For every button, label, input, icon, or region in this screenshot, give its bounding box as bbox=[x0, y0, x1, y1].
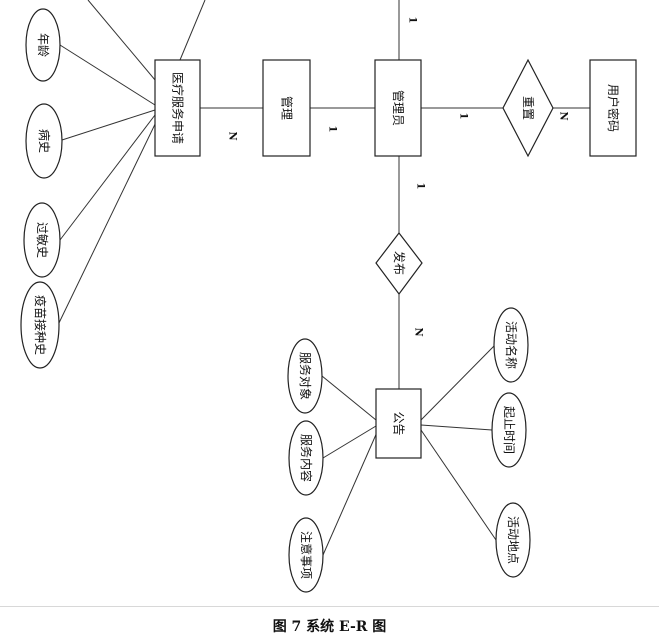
entity-admin: 管理员 bbox=[374, 59, 422, 157]
line-start-time bbox=[420, 424, 493, 431]
connector-lines bbox=[57, 0, 590, 556]
cardinality-admin-publish: 1 bbox=[415, 183, 426, 190]
attribute-vaccination-history-label: 疫苗接种史 bbox=[33, 295, 48, 355]
attribute-vaccination-history: 疫苗接种史 bbox=[20, 281, 60, 369]
line-age bbox=[59, 44, 156, 106]
attribute-service-content: 服务内容 bbox=[288, 420, 324, 496]
entity-manage: 管理 bbox=[262, 59, 311, 157]
line-service-target bbox=[321, 375, 377, 421]
cardinality-admin-top: 1 bbox=[407, 17, 418, 24]
cardinality-publish-notice: N bbox=[413, 327, 424, 336]
cardinality-manage-admin: 1 bbox=[327, 126, 338, 133]
line-notes bbox=[322, 429, 379, 556]
entity-admin-label: 管理员 bbox=[391, 90, 406, 126]
er-diagram: 医疗服务申请 管理 管理员 重置 用户密码 发布 公告 年龄 病史 过敏史 bbox=[20, 0, 637, 593]
attribute-medical-history: 病史 bbox=[25, 103, 63, 179]
line-allergy-history bbox=[59, 114, 156, 241]
attribute-activity-name: 活动名称 bbox=[493, 307, 529, 383]
entity-medical-request: 医疗服务申请 bbox=[154, 59, 201, 157]
relationship-publish: 发布 bbox=[375, 232, 423, 296]
entity-manage-label: 管理 bbox=[280, 96, 295, 120]
relationship-reset: 重置 bbox=[502, 58, 554, 158]
entity-medical-request-label: 医疗服务申请 bbox=[171, 72, 186, 144]
attribute-service-content-label: 服务内容 bbox=[299, 434, 314, 482]
cardinality-request-manage: N bbox=[227, 131, 238, 140]
cardinality-labels: 1 N 1 1 N 1 N bbox=[227, 17, 569, 337]
line-medical-history bbox=[61, 109, 156, 141]
figure-caption: 图 7 系统 E-R 图 bbox=[272, 619, 387, 635]
entity-user-password: 用户密码 bbox=[589, 59, 637, 157]
attribute-service-target-label: 服务对象 bbox=[298, 352, 313, 400]
relationship-reset-label: 重置 bbox=[521, 96, 535, 120]
cardinality-reset-password: N bbox=[558, 111, 569, 120]
attribute-activity-location-label: 活动地点 bbox=[506, 516, 520, 564]
figure-divider bbox=[0, 606, 659, 607]
line-top-request bbox=[179, 0, 206, 61]
attribute-allergy-history: 过敏史 bbox=[23, 202, 61, 278]
line-service-content bbox=[322, 425, 377, 459]
attribute-start-time: 起止时间 bbox=[491, 392, 527, 468]
entity-notice-label: 公告 bbox=[392, 411, 406, 435]
attribute-start-time-label: 起止时间 bbox=[502, 406, 516, 454]
attribute-notes-label: 注意事项 bbox=[299, 531, 314, 579]
attribute-activity-location: 活动地点 bbox=[495, 502, 531, 578]
entity-notice: 公告 bbox=[375, 388, 422, 459]
attribute-medical-history-label: 病史 bbox=[37, 129, 52, 153]
entity-user-password-label: 用户密码 bbox=[606, 84, 621, 132]
attribute-activity-name-label: 活动名称 bbox=[504, 321, 519, 369]
line-vaccination-history bbox=[57, 117, 159, 326]
line-activity-name bbox=[420, 344, 496, 421]
attribute-age: 年龄 bbox=[25, 8, 61, 82]
cardinality-admin-reset: 1 bbox=[458, 113, 469, 120]
attribute-allergy-history-label: 过敏史 bbox=[35, 222, 50, 258]
attribute-age-label: 年龄 bbox=[36, 33, 50, 57]
relationship-publish-label: 发布 bbox=[392, 251, 407, 275]
attribute-notes: 注意事项 bbox=[288, 517, 324, 593]
line-activity-location bbox=[420, 429, 497, 541]
attribute-service-target: 服务对象 bbox=[287, 338, 323, 414]
